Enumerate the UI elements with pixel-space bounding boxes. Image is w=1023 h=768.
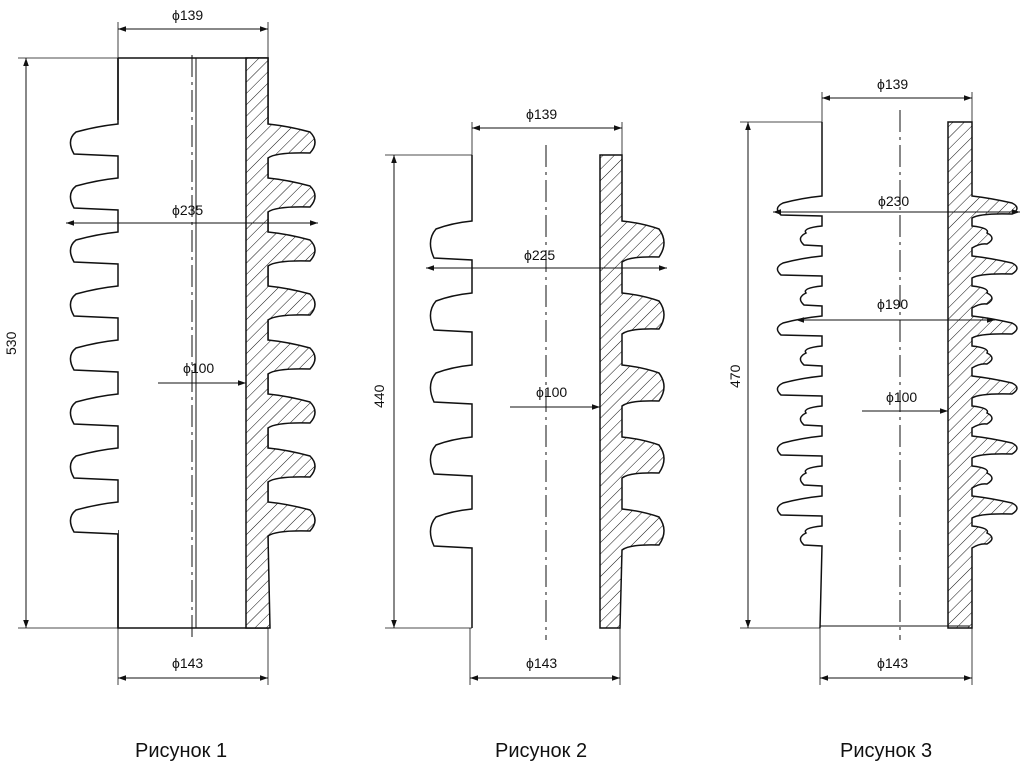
figure-1-top-diameter-label: ϕ139 — [172, 7, 203, 23]
figure-3-inner-diameter-label: ϕ100 — [886, 389, 917, 405]
figure-1: ϕ139 530 ϕ235 ϕ100 ϕ143 Рисунок 1 — [3, 7, 318, 762]
figure-3-height-dimension: 470 — [727, 121, 822, 629]
figure-2-inner-dimension: ϕ100 — [510, 384, 600, 410]
figure-1-bottom-diameter-label: ϕ143 — [172, 655, 203, 671]
figure-3-insulator-body — [776, 121, 1018, 629]
figure-2-height-dimension: 440 — [371, 154, 472, 629]
figure-3-top-diameter-label: ϕ139 — [877, 76, 908, 92]
figure-3-shed-dimension: ϕ230 — [773, 193, 1020, 215]
figure-3-top-dimension: ϕ139 — [821, 76, 973, 122]
figure-1-shed-diameter-label: ϕ235 — [172, 202, 203, 218]
figure-3-shed-diameter-label: ϕ230 — [878, 193, 909, 209]
figure-1-height-label: 530 — [3, 331, 19, 355]
figure-1-inner-diameter-label: ϕ100 — [183, 360, 214, 376]
figure-1-height-dimension: 530 — [3, 57, 118, 629]
figure-2-bottom-dimension: ϕ143 — [469, 628, 621, 685]
figure-2-top-dimension: ϕ139 — [471, 106, 623, 155]
figure-2-height-label: 440 — [371, 384, 387, 408]
figure-2-insulator-body — [429, 154, 665, 629]
figure-1-insulator-body — [69, 57, 316, 629]
figure-2-shed-dimension: ϕ225 — [426, 247, 667, 271]
figure-2-caption: Рисунок 2 — [495, 740, 587, 762]
figure-2: ϕ139 440 ϕ225 ϕ100 ϕ143 Рисунок 2 — [371, 106, 667, 762]
figure-3-small-shed-dimension: ϕ190 — [796, 296, 995, 323]
figure-2-inner-diameter-label: ϕ100 — [536, 384, 567, 400]
figure-3-caption: Рисунок 3 — [840, 740, 932, 762]
figure-1-top-dimension: ϕ139 — [117, 7, 269, 58]
figure-3-small-shed-diameter-label: ϕ190 — [877, 296, 908, 312]
figure-3: ϕ139 470 ϕ230 ϕ190 ϕ100 ϕ143 Рисунок 3 — [727, 76, 1020, 762]
figure-3-bottom-diameter-label: ϕ143 — [877, 655, 908, 671]
figure-1-bottom-dimension: ϕ143 — [117, 628, 269, 685]
figure-1-inner-dimension: ϕ100 — [158, 360, 246, 386]
figure-2-shed-diameter-label: ϕ225 — [524, 247, 555, 263]
figure-2-top-diameter-label: ϕ139 — [526, 106, 557, 122]
figure-1-shed-dimension: ϕ235 — [66, 202, 318, 226]
figure-3-inner-dimension: ϕ100 — [862, 389, 948, 414]
figure-2-bottom-diameter-label: ϕ143 — [526, 655, 557, 671]
figure-1-caption: Рисунок 1 — [135, 740, 227, 762]
figure-3-height-label: 470 — [727, 364, 743, 388]
figure-3-bottom-dimension: ϕ143 — [819, 628, 973, 685]
